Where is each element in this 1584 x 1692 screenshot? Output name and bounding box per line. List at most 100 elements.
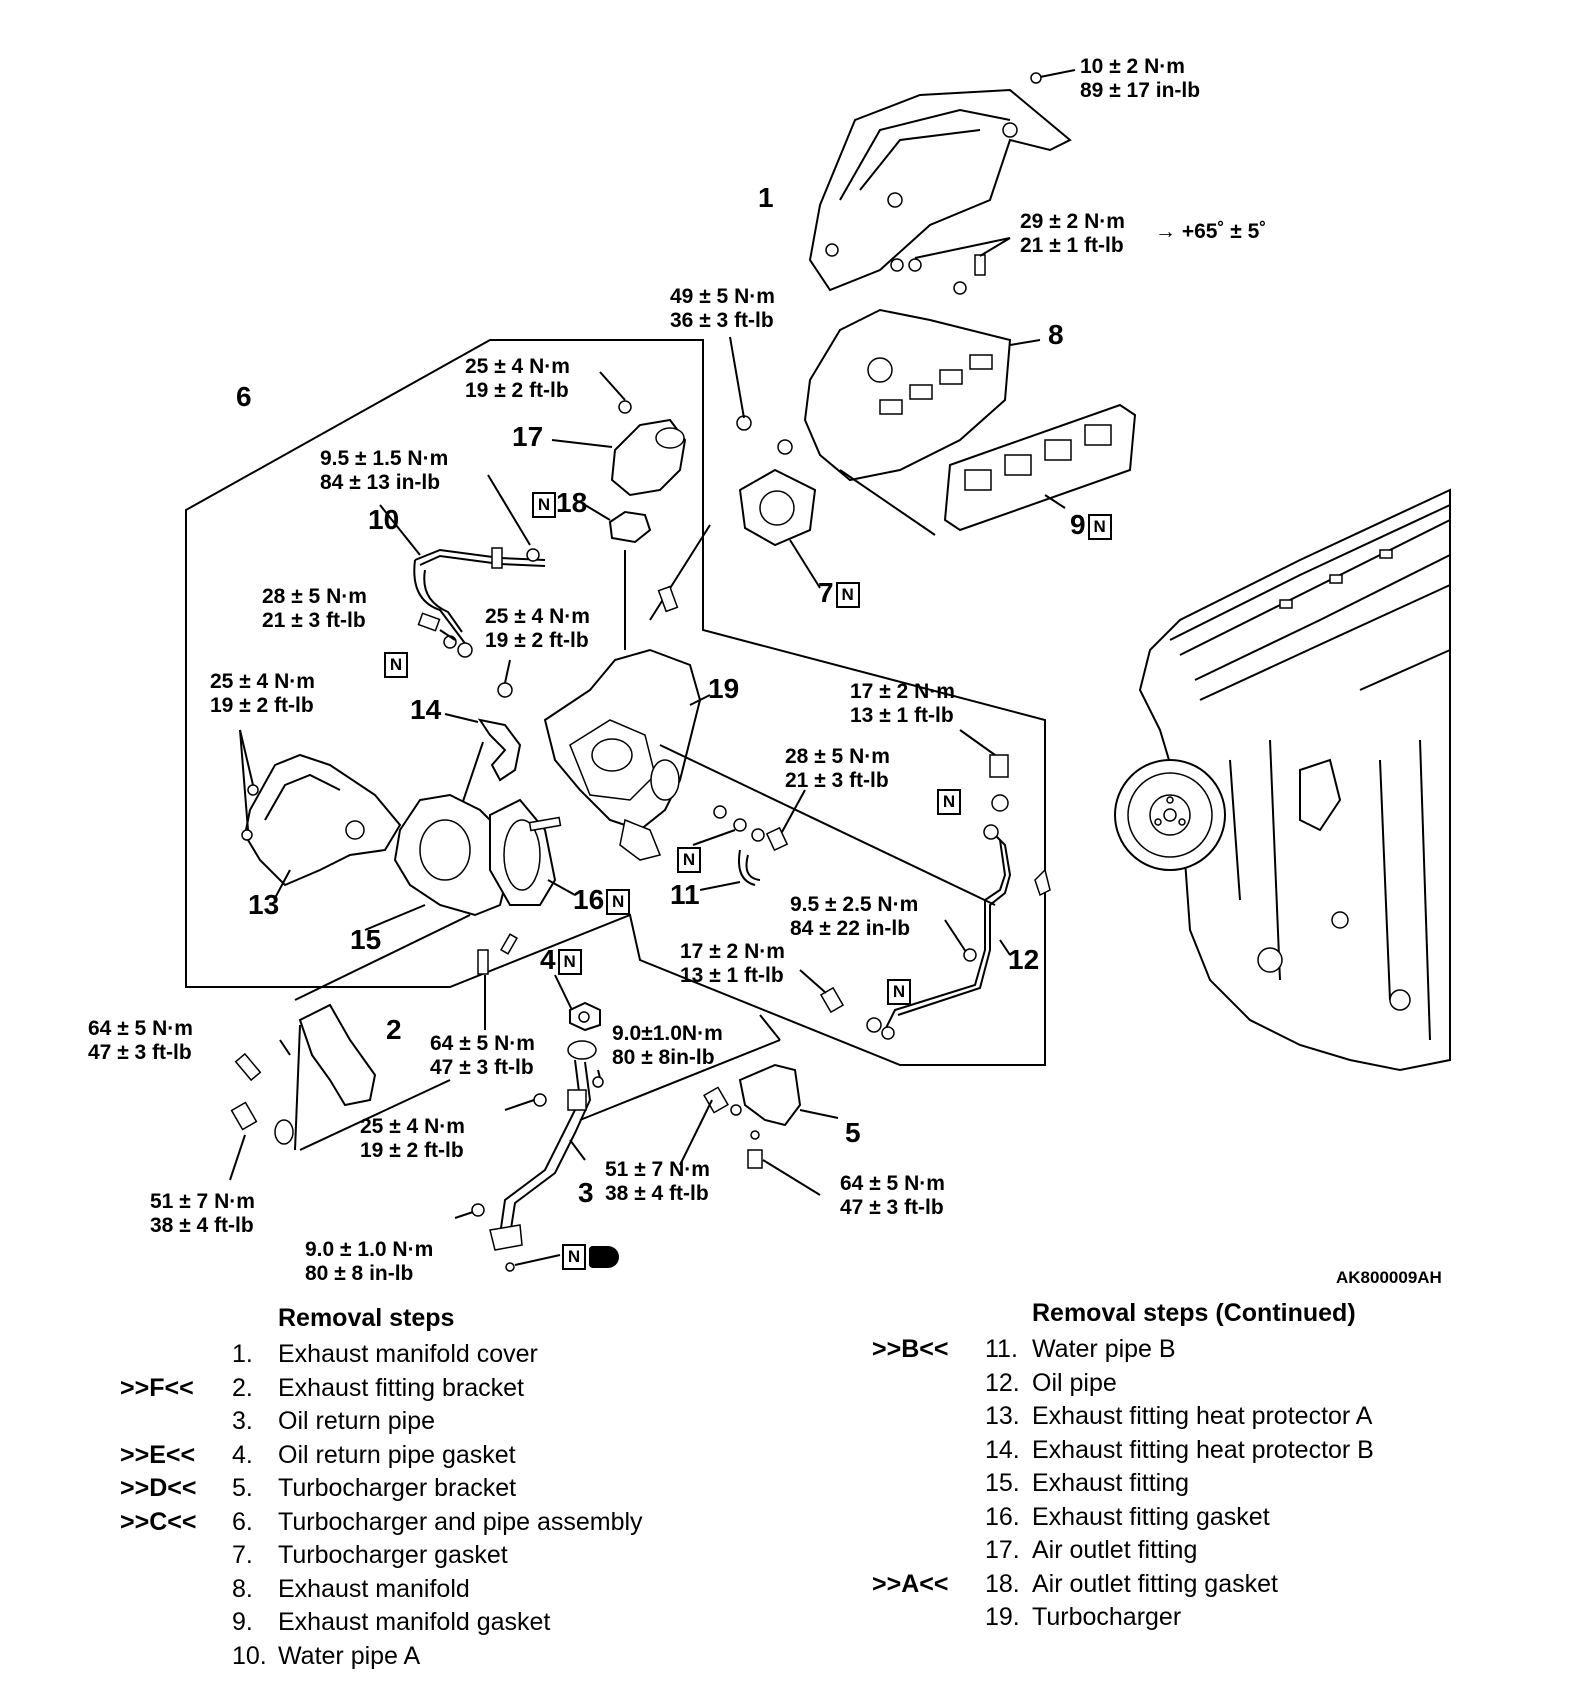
new-part-mark-water-pipe-b: N (675, 843, 701, 873)
step-number: 17. (985, 1536, 1020, 1564)
step-text: Exhaust manifold (278, 1574, 470, 1603)
diagram-linework (185, 69, 1451, 1272)
callout-14: 14 (410, 694, 442, 725)
step-text: Water pipe B (1032, 1335, 1176, 1363)
removal-steps-continued-title: Removal steps (Continued) (1032, 1299, 1356, 1327)
exhaust-fitting-bracket (298, 1003, 377, 1107)
step-number: 12. (985, 1368, 1020, 1397)
step-number: 4. (232, 1440, 253, 1469)
callout-3: 3 (578, 1177, 594, 1208)
step-reference: >>D<< (120, 1474, 197, 1502)
removal-step: 19. Turbocharger (860, 1601, 1580, 1635)
removal-step: 12. Oil pipe (860, 1367, 1580, 1401)
step-text: Air outlet fitting (1032, 1536, 1198, 1564)
step-reference: >>C<< (120, 1507, 197, 1536)
water-pipe-a (413, 548, 546, 651)
callout-5: 5 (845, 1117, 861, 1148)
callout-8: 8 (1048, 319, 1064, 350)
step-text: Exhaust fitting (1032, 1469, 1190, 1497)
oil-pipe (884, 829, 1012, 1031)
step-number: 9. (232, 1608, 253, 1636)
removal-steps-list: Removal steps 1.Exhaust manifold cover>>… (0, 1302, 780, 1673)
step-text: Oil return pipe (278, 1407, 436, 1435)
new-part-mark-oil-return-pipe: N (560, 1240, 619, 1270)
new-part-mark: N (835, 581, 860, 608)
step-number: 5. (232, 1474, 253, 1502)
step-text: Exhaust manifold gasket (278, 1608, 551, 1636)
removal-step: 8.Exhaust manifold (0, 1573, 780, 1607)
step-number: 18. (985, 1569, 1020, 1598)
air-outlet-fitting-gasket (608, 510, 652, 544)
removal-step: >>D<< 5. Turbocharger bracket (0, 1472, 780, 1506)
callout-13: 13 (248, 889, 280, 920)
new-part-mark: N (1087, 513, 1112, 540)
step-number: 16. (985, 1502, 1020, 1531)
removal-step: 15. Exhaust fitting (860, 1467, 1580, 1501)
removal-step: 9. Exhaust manifold gasket (0, 1606, 780, 1640)
removal-step: 14.Exhaust fitting heat protector B (860, 1434, 1580, 1468)
removal-steps-title: Removal steps (278, 1304, 455, 1332)
step-text: Air outlet fitting gasket (1032, 1569, 1278, 1598)
removal-step: >>A<< 18. Air outlet fitting gasket (860, 1568, 1580, 1602)
step-number: 3. (232, 1407, 253, 1435)
step-reference: >>F<< (120, 1373, 194, 1402)
removal-step: 13.Exhaust fitting heat protector A (860, 1400, 1580, 1434)
step-text: Oil pipe (1032, 1368, 1117, 1397)
removal-step: >>B<<11.Water pipe B (860, 1333, 1580, 1367)
exhaust-manifold-cover (808, 88, 1072, 292)
new-part-mark-oil-pipe-upper: N (935, 785, 961, 815)
engine-block (1138, 488, 1451, 1072)
step-text: Exhaust fitting bracket (278, 1373, 524, 1402)
step-number: 7. (232, 1541, 253, 1569)
turbocharger-bracket (738, 1063, 802, 1127)
callout-1: 1 (758, 182, 774, 213)
step-text: Exhaust fitting gasket (1032, 1502, 1270, 1531)
step-number: 14. (985, 1435, 1020, 1464)
step-number: 1. (232, 1340, 253, 1368)
step-reference: >>A<< (872, 1569, 949, 1598)
step-text: Turbocharger bracket (278, 1474, 517, 1502)
removal-step: >>E<<4.Oil return pipe gasket (0, 1439, 780, 1473)
step-number: 15. (985, 1469, 1020, 1497)
callout-6: 6 (236, 381, 252, 412)
step-text: Turbocharger gasket (278, 1541, 508, 1569)
new-part-mark-oil-pipe-lower: N (885, 975, 911, 1005)
removal-step: >>F<<2.Exhaust fitting bracket (0, 1372, 780, 1406)
callout-17: 17 (512, 421, 544, 452)
figure-code: AK800009AH (1336, 1268, 1442, 1287)
new-part-mark: N (606, 888, 631, 915)
callout-19: 19 (708, 673, 740, 704)
removal-step: >>C<<6.Turbocharger and pipe assembly (0, 1506, 780, 1540)
removal-step: 17. Air outlet fitting (860, 1534, 1580, 1568)
step-number: 19. (985, 1603, 1020, 1631)
removal-step: 10.Water pipe A (0, 1640, 780, 1674)
oil-can-icon (589, 1245, 619, 1268)
step-text: Water pipe A (278, 1641, 421, 1670)
callout-11: 11 (670, 879, 700, 910)
exhaust-manifold (803, 308, 1012, 482)
step-number: 6. (232, 1507, 253, 1536)
torque-angle-spec: → +65˚ ± 5˚ (1155, 220, 1267, 243)
removal-step: 3. Oil return pipe (0, 1405, 780, 1439)
step-text: Turbocharger (1032, 1603, 1182, 1631)
callout-10: 10 (368, 504, 400, 535)
removal-step: 16. Exhaust fitting gasket (860, 1501, 1580, 1535)
